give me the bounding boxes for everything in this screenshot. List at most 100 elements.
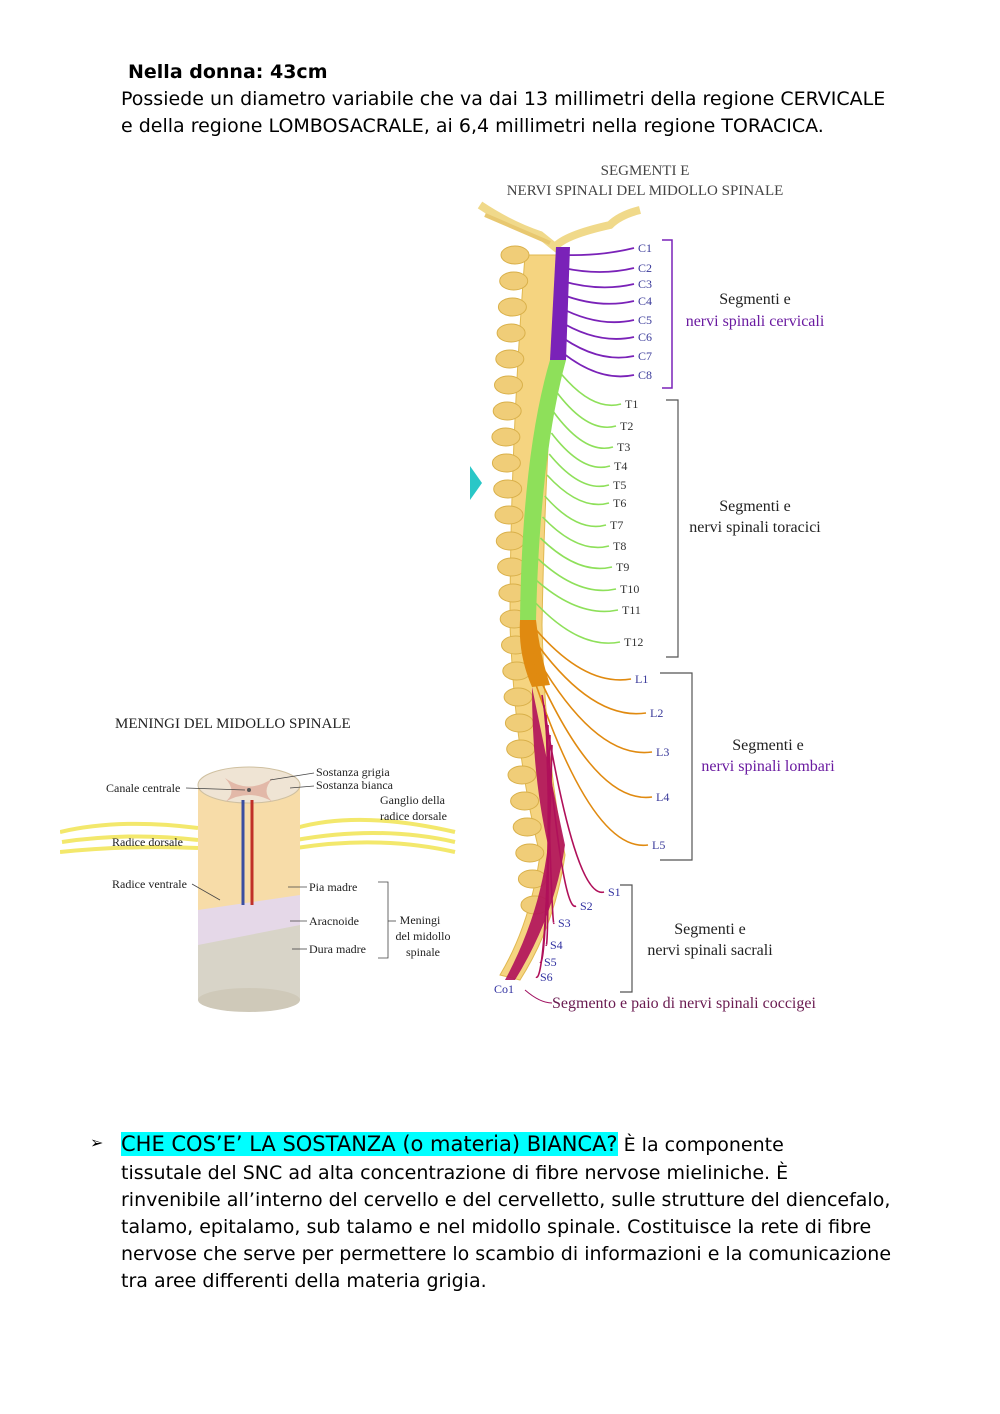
label-radice-ventrale: Radice ventrale bbox=[112, 877, 187, 891]
label-ganglio-2: radice dorsale bbox=[380, 809, 447, 823]
lumbar-nerve-l5 bbox=[531, 672, 649, 847]
vertebra bbox=[512, 817, 542, 837]
segment-label-s6: S6 bbox=[540, 970, 553, 984]
vertebra bbox=[506, 739, 536, 759]
thoracic-nerve-t10 bbox=[537, 558, 617, 592]
lumbar-label-1: Segmenti e bbox=[732, 737, 804, 754]
white-matter-line-3: rinvenibile all’interno del cervello e d… bbox=[121, 1189, 891, 1211]
segment-label-t4: T4 bbox=[614, 459, 627, 473]
cervical-nerve-c7 bbox=[555, 332, 635, 359]
segment-label-l4: L4 bbox=[656, 790, 669, 804]
diameter-line-2: e della regione LOMBOSACRALE, ai 6,4 mil… bbox=[121, 115, 824, 137]
vertebra bbox=[504, 713, 534, 733]
thoracic-nerve-t6 bbox=[546, 474, 610, 506]
vertebra bbox=[499, 271, 529, 291]
segment-label-l5: L5 bbox=[652, 838, 665, 852]
segment-label-l2: L2 bbox=[650, 706, 663, 720]
thoracic-nerve-t12 bbox=[533, 600, 621, 644]
lumbar-nerve-l1 bbox=[531, 624, 632, 681]
bullet-arrow: ➢ bbox=[90, 1133, 104, 1152]
cervical-nerve-c8 bbox=[553, 345, 635, 378]
segment-label-l3: L3 bbox=[656, 745, 669, 759]
segment-label-t8: T8 bbox=[613, 539, 626, 553]
segment-label-t11: T11 bbox=[622, 603, 641, 617]
thoracic-nerve-t4 bbox=[550, 432, 611, 468]
thoracic-nerve-t2 bbox=[555, 390, 617, 428]
vertebra bbox=[493, 479, 523, 499]
vertebra bbox=[492, 401, 522, 421]
segment-label-c3: C3 bbox=[638, 277, 652, 291]
segment-label-c7: C7 bbox=[638, 349, 652, 363]
coccygeal-label: Segmento e paio di nervi spinali coccige… bbox=[552, 995, 816, 1012]
vertebra bbox=[500, 245, 530, 265]
label-radice-dorsale: Radice dorsale bbox=[112, 835, 183, 849]
sacral-cord bbox=[505, 687, 565, 980]
segment-label-s5: S5 bbox=[544, 955, 557, 969]
label-pia-madre: Pia madre bbox=[309, 880, 357, 894]
vertebra bbox=[494, 375, 523, 395]
sacral-nerve-s6 bbox=[535, 744, 553, 978]
segment-label-c1: C1 bbox=[638, 241, 652, 255]
label-meningi-3: spinale bbox=[406, 945, 440, 959]
vertebra bbox=[491, 453, 521, 473]
cervical-nerve-c4 bbox=[560, 293, 635, 305]
cervical-nerve-c2 bbox=[563, 267, 635, 273]
sacral-nerve-s4 bbox=[545, 724, 550, 946]
white-matter-first-line: CHE COS’E’ LA SOSTANZA (o materia) BIANC… bbox=[121, 1131, 784, 1159]
thoracic-nerve-t8 bbox=[542, 516, 610, 549]
vertebra bbox=[494, 505, 524, 525]
cervical-nerve-c6 bbox=[557, 319, 635, 340]
vertebra bbox=[503, 687, 533, 707]
cervical-nerve-c3 bbox=[561, 280, 635, 289]
segment-label-s4: S4 bbox=[550, 938, 563, 952]
white-matter-line-4: talamo, epitalamo, sub talamo e nel mido… bbox=[121, 1216, 872, 1238]
vertebra bbox=[497, 297, 527, 317]
label-meningi-1: Meningi bbox=[400, 913, 441, 927]
segment-label-s2: S2 bbox=[580, 899, 593, 913]
white-matter-line-2: tissutale del SNC ad alta concentrazione… bbox=[121, 1162, 789, 1184]
cervical-nerve-c5 bbox=[558, 306, 635, 324]
thoracic-nerve-t9 bbox=[539, 537, 613, 570]
thoracic-nerve-t5 bbox=[548, 453, 610, 488]
white-matter-line-6: tra aree differenti della materia grigia… bbox=[121, 1270, 487, 1292]
vertebra bbox=[507, 765, 537, 785]
segment-label-t10: T10 bbox=[620, 582, 639, 596]
spine-figure-title-1: SEGMENTI E bbox=[601, 163, 690, 179]
page-marker bbox=[470, 466, 482, 500]
segment-label-t1: T1 bbox=[625, 397, 638, 411]
segment-label-t9: T9 bbox=[616, 560, 629, 574]
spinal-segments-figure: SEGMENTI E NERVI SPINALI DEL MIDOLLO SPI… bbox=[470, 155, 860, 1025]
segment-label-t12: T12 bbox=[624, 635, 643, 649]
segment-label-t3: T3 bbox=[617, 440, 630, 454]
segment-label-c5: C5 bbox=[638, 313, 652, 327]
meninges-figure: MENINGI DEL MIDOLLO SPINALE Canale centr… bbox=[60, 700, 460, 1018]
lumbar-label-2: nervi spinali lombari bbox=[701, 758, 835, 775]
diameter-line-1: Possiede un diametro variabile che va da… bbox=[121, 88, 886, 110]
white-matter-line-5: nervose che serve per permettere lo scam… bbox=[121, 1243, 892, 1265]
thoracic-nerve-t7 bbox=[544, 495, 607, 528]
vertebra bbox=[495, 349, 525, 369]
segment-label-t2: T2 bbox=[620, 419, 633, 433]
cervical-label-2: nervi spinali cervicali bbox=[686, 313, 825, 330]
vertebra bbox=[495, 531, 525, 551]
segment-label-l1: L1 bbox=[635, 672, 648, 686]
label-aracnoide: Aracnoide bbox=[309, 914, 359, 928]
lumbar-nerve-l3 bbox=[531, 648, 653, 754]
segment-label-c4: C4 bbox=[638, 294, 652, 308]
thoracic-nerve-t3 bbox=[552, 411, 614, 449]
segment-label-s1: S1 bbox=[608, 885, 621, 899]
segment-label-c6: C6 bbox=[638, 330, 652, 344]
white-matter-question: CHE COS’E’ LA SOSTANZA (o materia) BIANC… bbox=[121, 1132, 618, 1156]
segment-label-t6: T6 bbox=[613, 496, 626, 510]
label-meningi-2: del midollo bbox=[396, 929, 451, 943]
female-length: Nella donna: 43cm bbox=[128, 61, 328, 83]
thoracic-label-1: Segmenti e bbox=[719, 498, 791, 515]
thoracic-nerve-t1 bbox=[557, 369, 622, 406]
sacral-label-1: Segmenti e bbox=[674, 921, 746, 938]
segment-label-t5: T5 bbox=[613, 478, 626, 492]
thoracic-nerve-t11 bbox=[535, 579, 619, 613]
label-ganglio-1: Ganglio della bbox=[380, 793, 446, 807]
label-sostanza-bianca: Sostanza bianca bbox=[316, 778, 394, 792]
thoracic-label-2: nervi spinali toracici bbox=[689, 519, 821, 536]
vertebra bbox=[515, 843, 545, 863]
